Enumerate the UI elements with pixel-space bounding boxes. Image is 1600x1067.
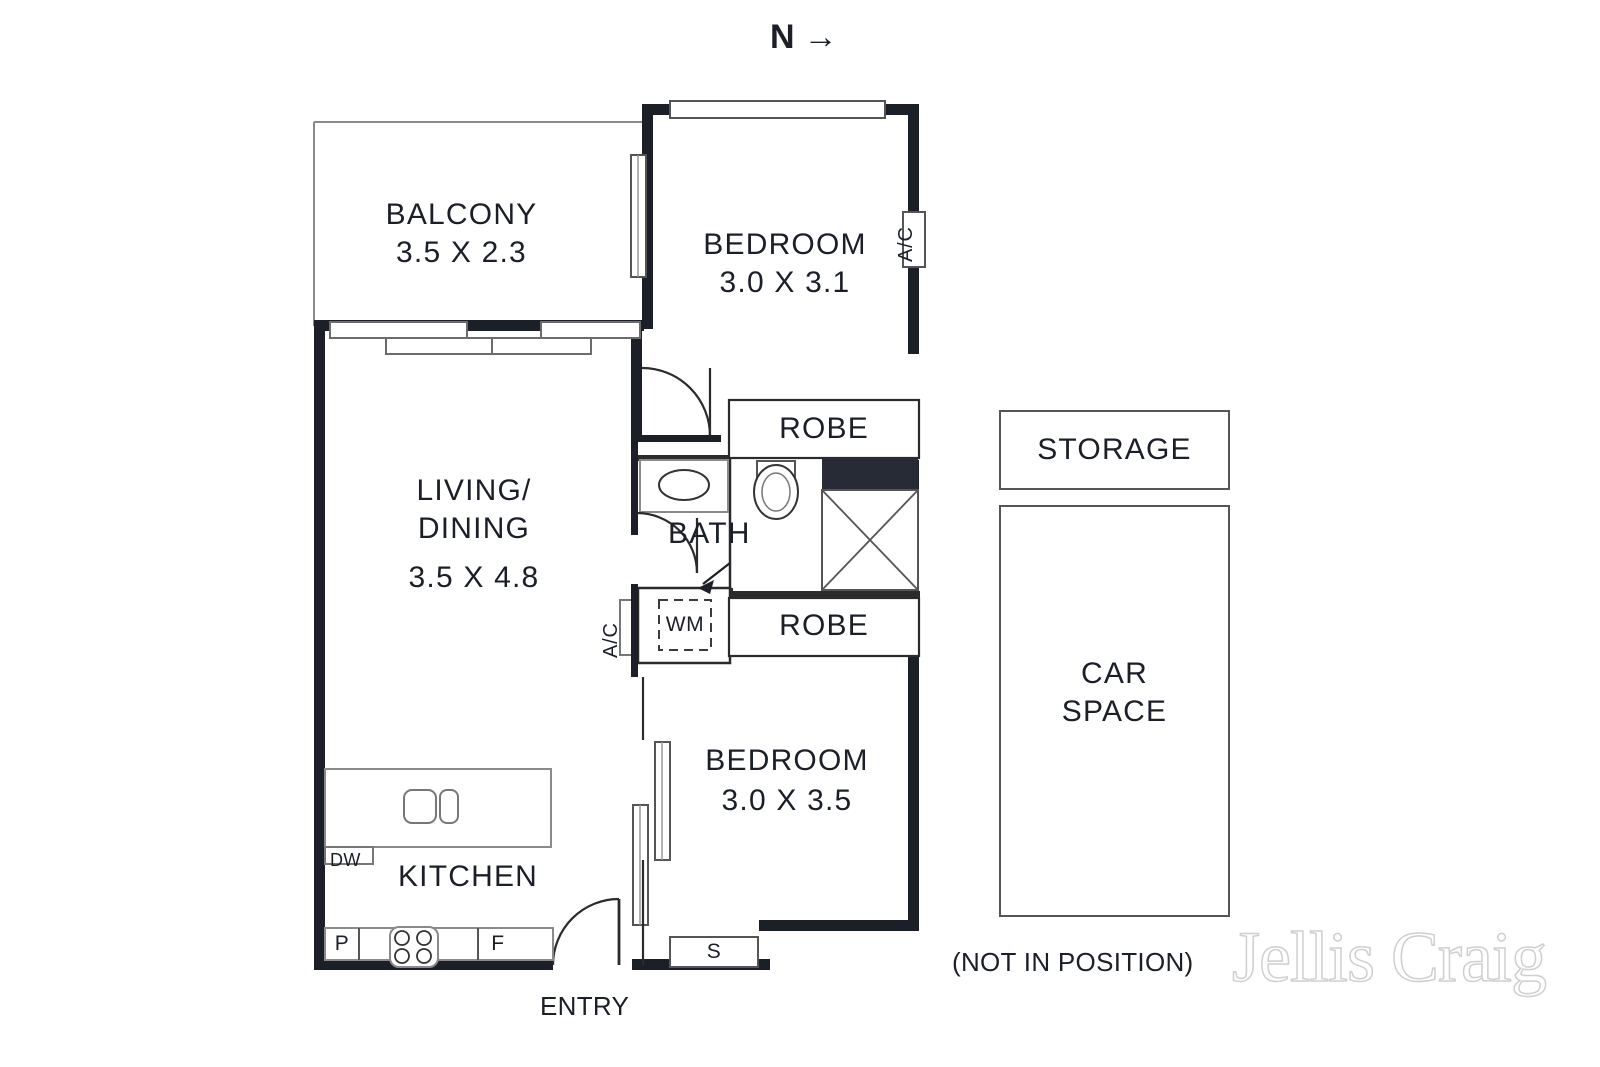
- shower-header-block: [822, 458, 918, 490]
- room-label-car: CAR: [1081, 657, 1148, 690]
- room-label-space: SPACE: [1061, 695, 1168, 728]
- car-space-box: [999, 505, 1230, 917]
- store-cupboard-box: [669, 936, 759, 968]
- room-dim-bedroom1: 3.0 X 3.1: [719, 266, 851, 299]
- north-indicator: N→: [770, 18, 839, 57]
- room-label-bedroom1: BEDROOM: [703, 228, 867, 261]
- label-washing-machine: WM: [665, 613, 705, 636]
- window-bedroom2-upper: [654, 741, 671, 861]
- room-dim-bedroom2: 3.0 X 3.5: [721, 784, 853, 817]
- label-pantry: P: [334, 932, 350, 955]
- ac-unit-laundry: [619, 599, 638, 656]
- robe-bottom: [727, 596, 921, 658]
- room-label-living: LIVING/: [416, 474, 532, 507]
- balcony-outline: [313, 121, 642, 326]
- room-dim-balcony: 3.5 X 2.3: [396, 236, 527, 269]
- window-bedroom2-lower: [632, 804, 649, 926]
- wall-robe-bottom-top: [730, 591, 920, 597]
- laundry-cupboard: [636, 586, 732, 665]
- label-store-cupboard: S: [706, 940, 722, 963]
- vanity-basin: [639, 459, 729, 513]
- room-label-storage: STORAGE: [1037, 433, 1192, 466]
- cooktop-icon: [389, 926, 439, 968]
- wall-laundry-left: [631, 584, 638, 677]
- dishwasher-box: [324, 846, 374, 865]
- door-bath: [636, 511, 699, 574]
- sliding-door-left: [329, 321, 524, 355]
- room-label-balcony: BALCONY: [385, 198, 538, 231]
- laundry-arrow-icon: [698, 562, 731, 594]
- storage-box: [999, 410, 1230, 490]
- label-fridge: F: [491, 932, 505, 955]
- label-entry: ENTRY: [540, 991, 630, 1021]
- sliding-door-right: [491, 321, 641, 355]
- room-label-kitchen: KITCHEN: [397, 860, 539, 893]
- toilet: [753, 460, 799, 520]
- room-label-bedroom2: BEDROOM: [705, 744, 869, 777]
- label-ac-bedroom1: A/C: [895, 226, 917, 262]
- ac-unit-bedroom1: [902, 211, 926, 268]
- door-entry: [551, 897, 621, 966]
- room-label-bath: BATH: [668, 517, 751, 550]
- room-label-dining: DINING: [417, 512, 531, 545]
- kitchen-island: [324, 768, 552, 848]
- label-not-in-position: (NOT IN POSITION): [952, 947, 1194, 977]
- label-robe-bottom: ROBE: [779, 609, 869, 642]
- window-bedroom1-top: [669, 100, 886, 119]
- shower: [821, 489, 919, 591]
- label-robe-top: ROBE: [779, 412, 869, 445]
- label-dishwasher: DW: [330, 850, 361, 870]
- label-ac-laundry: A/C: [600, 622, 622, 658]
- north-arrow-icon: →: [803, 18, 839, 56]
- room-dim-living: 3.5 X 4.8: [408, 561, 540, 594]
- north-label: N: [770, 18, 796, 56]
- robe-top: [727, 398, 921, 460]
- window-bedroom1-left: [630, 154, 647, 278]
